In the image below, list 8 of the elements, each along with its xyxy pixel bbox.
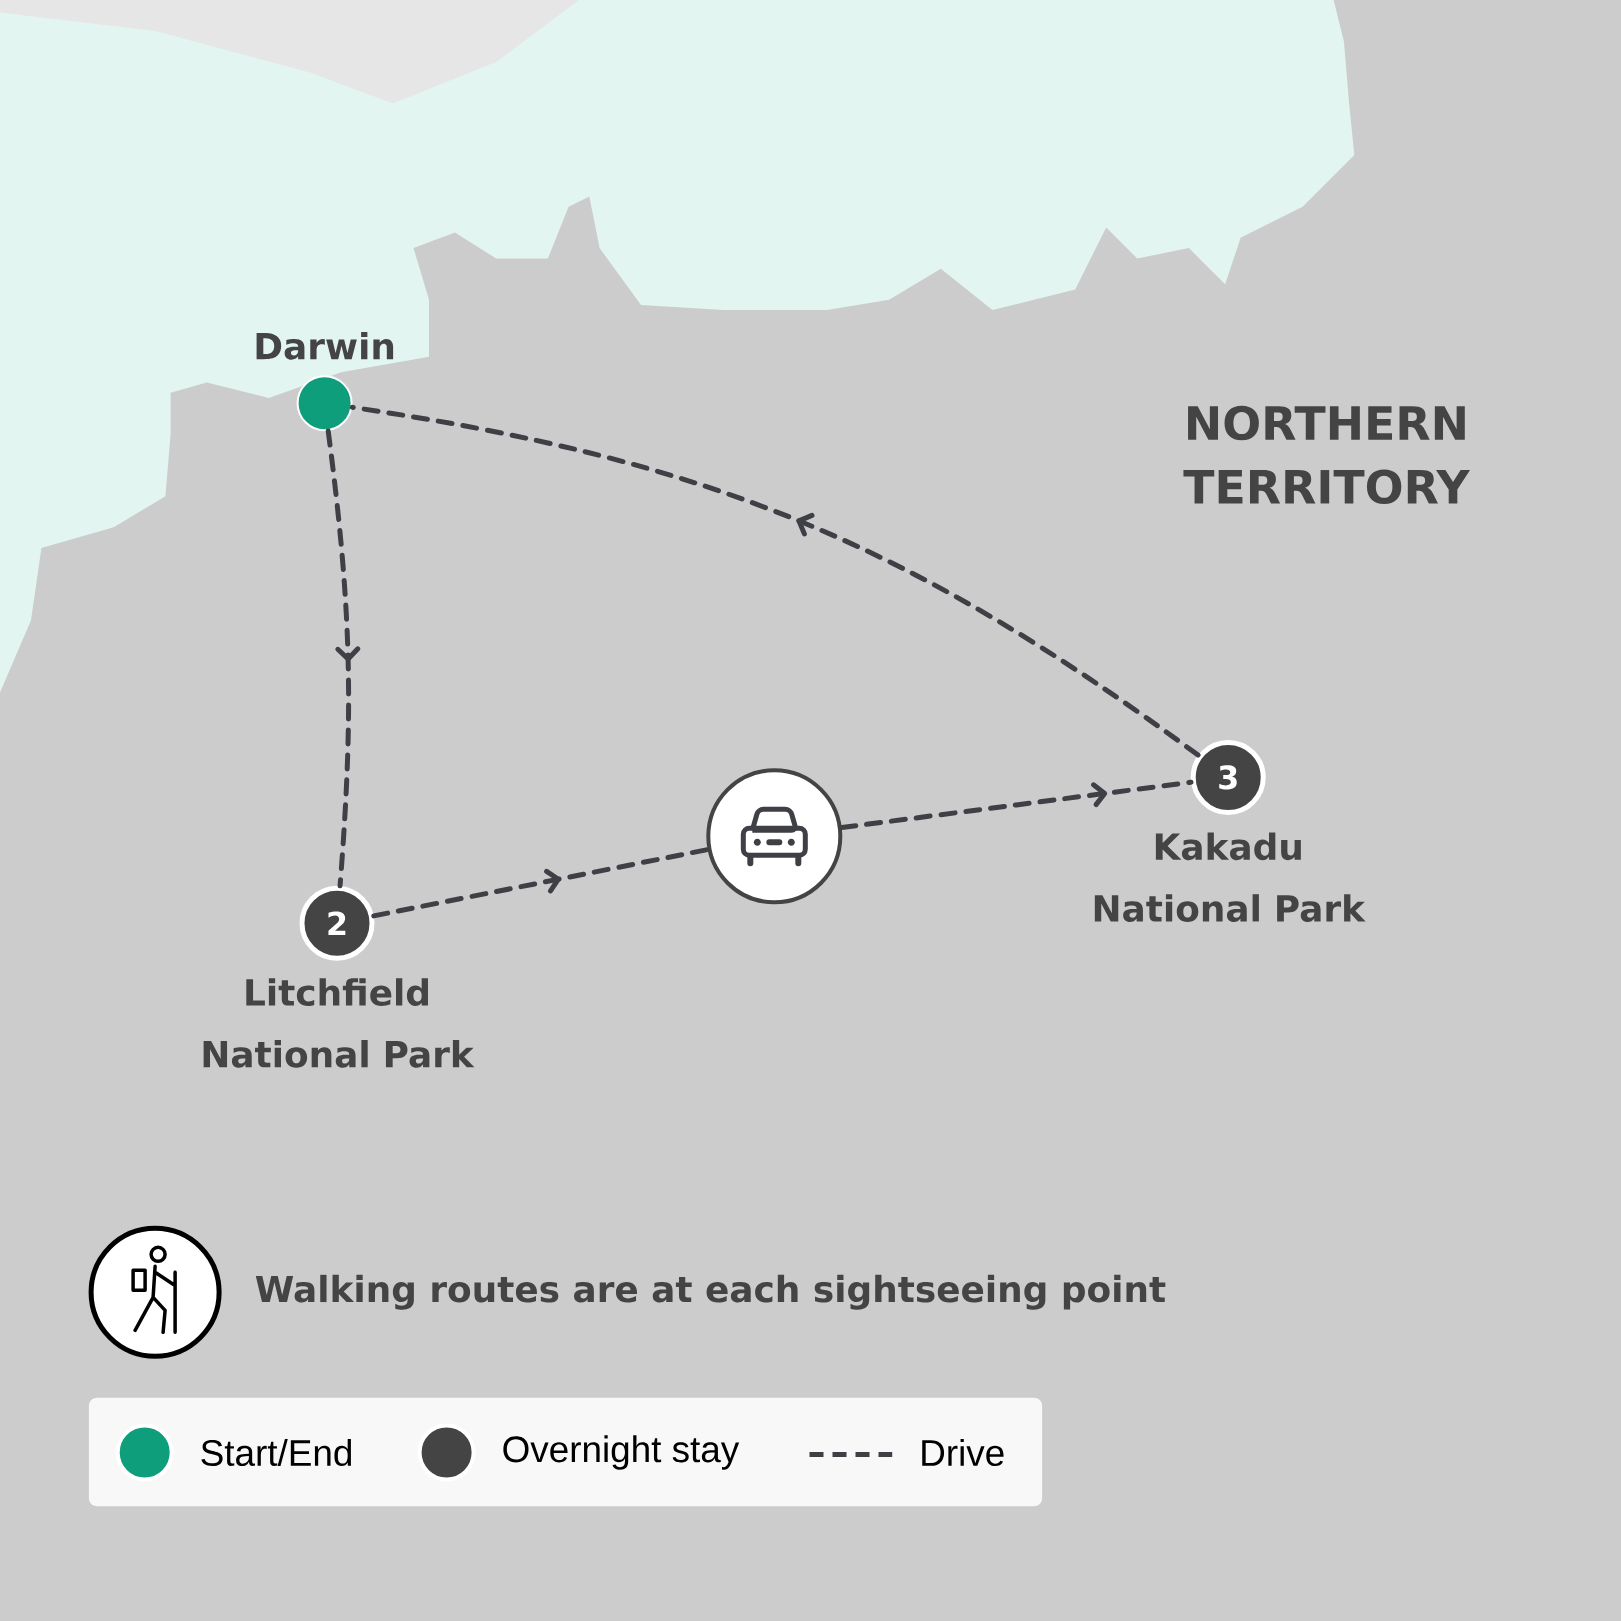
- note-text: Walking routes are at each sightseeing point: [255, 1274, 1166, 1310]
- place-label: Litchfield National Park: [203, 978, 475, 1068]
- legend-label: Overnight stay: [503, 1435, 740, 1470]
- legend-label: Drive: [922, 1439, 1004, 1467]
- place-label: Kakadu National Park: [1094, 832, 1366, 922]
- car-icon: [706, 768, 843, 905]
- region-label: NORTHERN TERRITORY: [1183, 405, 1471, 505]
- legend-label: Start/End: [201, 1439, 351, 1467]
